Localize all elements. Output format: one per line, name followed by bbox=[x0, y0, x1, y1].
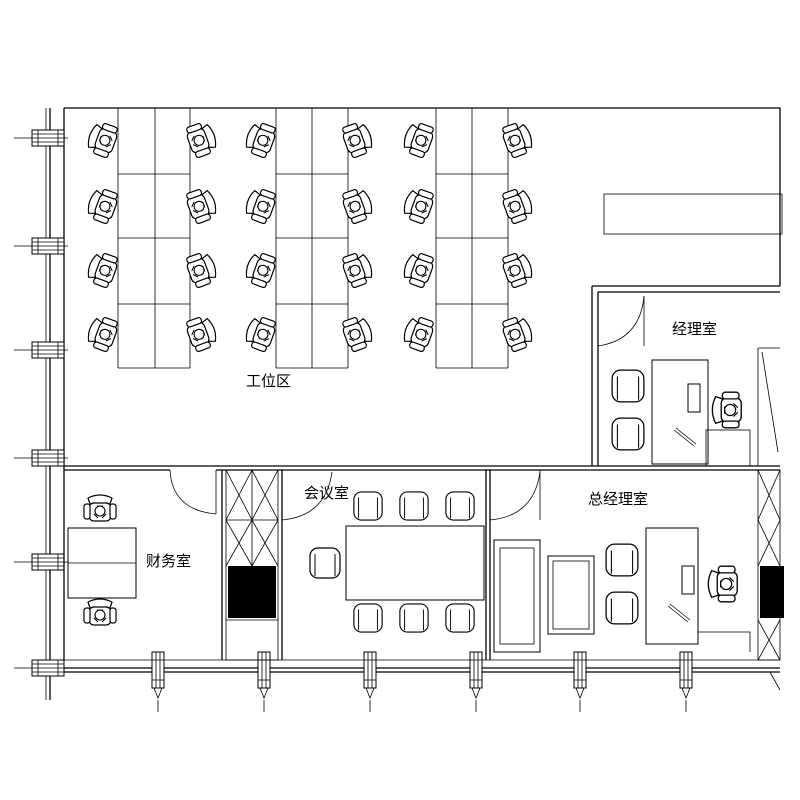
workstation-chair bbox=[499, 313, 537, 354]
label-gm-office: 总经理室 bbox=[588, 490, 648, 508]
workstation-chair bbox=[499, 249, 537, 290]
workstation-chairs bbox=[83, 119, 537, 354]
shaft-right bbox=[757, 469, 784, 661]
west-facade-columns bbox=[14, 129, 68, 677]
workstation-desks bbox=[117, 108, 509, 369]
workstation-chair bbox=[183, 313, 221, 354]
workstation-chair bbox=[83, 249, 121, 290]
storage-cabinet bbox=[603, 193, 783, 235]
workstation-chair bbox=[241, 185, 279, 226]
label-manager-office: 经理室 bbox=[672, 320, 717, 338]
workstation-chair bbox=[339, 119, 377, 160]
gm-office bbox=[489, 470, 751, 660]
south-facade-mullions bbox=[151, 651, 781, 712]
workstation-chair bbox=[183, 249, 221, 290]
label-meeting-room: 会议室 bbox=[304, 484, 349, 502]
workstation-chair bbox=[339, 249, 377, 290]
workstation-chair bbox=[339, 185, 377, 226]
workstation-chair bbox=[183, 185, 221, 226]
meeting-room bbox=[281, 470, 487, 660]
label-work-area: 工位区 bbox=[246, 372, 291, 390]
corridor-wall bbox=[64, 465, 780, 515]
workstation-chair bbox=[241, 119, 279, 160]
workstation-chair bbox=[499, 119, 537, 160]
workstation-chair bbox=[499, 185, 537, 226]
workstation-chair bbox=[183, 119, 221, 160]
workstation-chair bbox=[399, 185, 437, 226]
building-outline bbox=[45, 107, 781, 700]
workstation-chair bbox=[399, 313, 437, 354]
workstation-chair bbox=[83, 119, 121, 160]
finance-room bbox=[63, 470, 223, 660]
workstation-chair bbox=[399, 119, 437, 160]
workstation-chair bbox=[241, 313, 279, 354]
workstation-chair bbox=[339, 313, 377, 354]
label-finance-room: 财务室 bbox=[146, 552, 191, 570]
workstation-chair bbox=[83, 185, 121, 226]
shaft-left bbox=[225, 469, 279, 661]
workstation-chair bbox=[83, 313, 121, 354]
workstation-chair bbox=[399, 249, 437, 290]
manager-office-room bbox=[591, 285, 780, 467]
workstation-chair bbox=[241, 249, 279, 290]
